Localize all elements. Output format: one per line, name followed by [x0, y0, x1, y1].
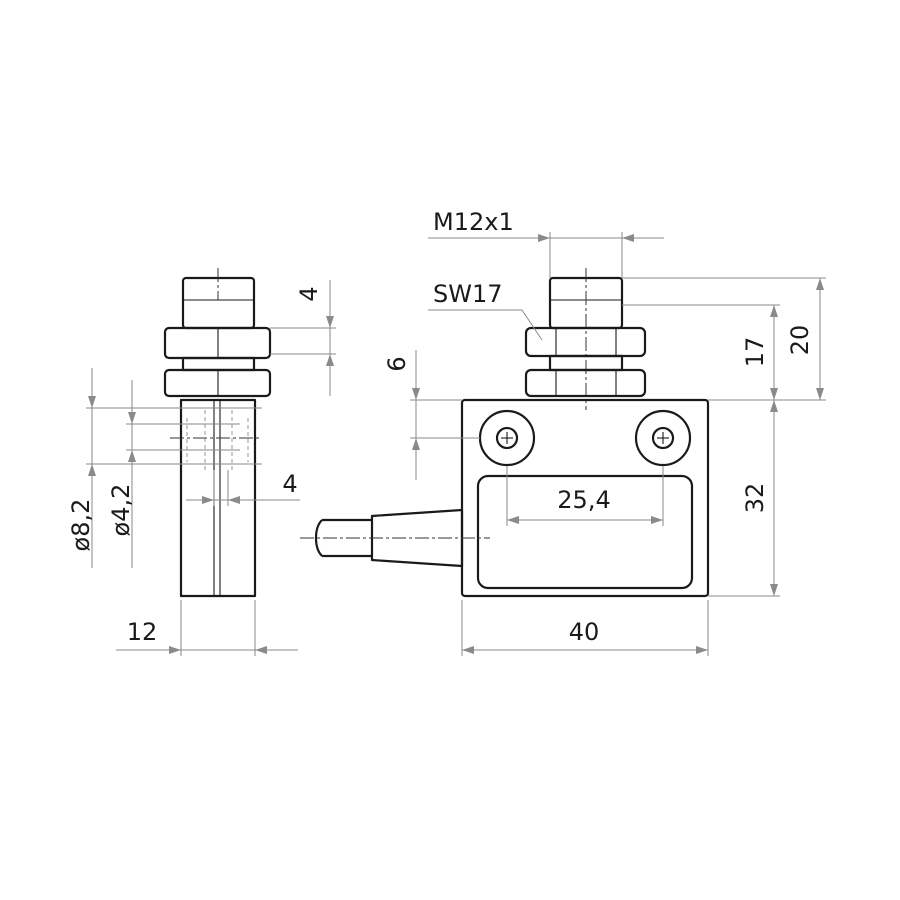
label-dim-20: 20: [786, 325, 814, 356]
label-window: [476, 474, 694, 590]
dimension-labels: M12x1 SW17 4 6 17 20 32 25,4 40 12 4 ø8,…: [67, 208, 814, 646]
side-dimensions: [86, 280, 336, 656]
cable-gland: [370, 508, 464, 568]
label-wrench-size: SW17: [433, 280, 503, 308]
side-body: [179, 398, 257, 598]
front-view: [300, 268, 710, 598]
cable: [314, 518, 372, 558]
label-dia-8-2: ø8,2: [67, 499, 95, 552]
label-dim-12: 12: [127, 618, 158, 646]
mounting-hole-right: [634, 409, 692, 467]
side-view: [163, 268, 272, 598]
label-thread: M12x1: [433, 208, 514, 236]
label-dim-17: 17: [741, 337, 769, 368]
front-dimensions: [410, 232, 826, 656]
label-dim-32: 32: [741, 483, 769, 514]
label-dim-4-side: 4: [282, 470, 297, 498]
label-dim-40: 40: [569, 618, 600, 646]
label-dim-25-4: 25,4: [557, 486, 610, 514]
label-dim-4-top: 4: [295, 286, 323, 301]
front-body: [460, 398, 710, 598]
label-dim-6: 6: [383, 356, 411, 371]
front-nut-lower: [524, 368, 647, 398]
label-dia-4-2: ø4,2: [107, 484, 135, 537]
